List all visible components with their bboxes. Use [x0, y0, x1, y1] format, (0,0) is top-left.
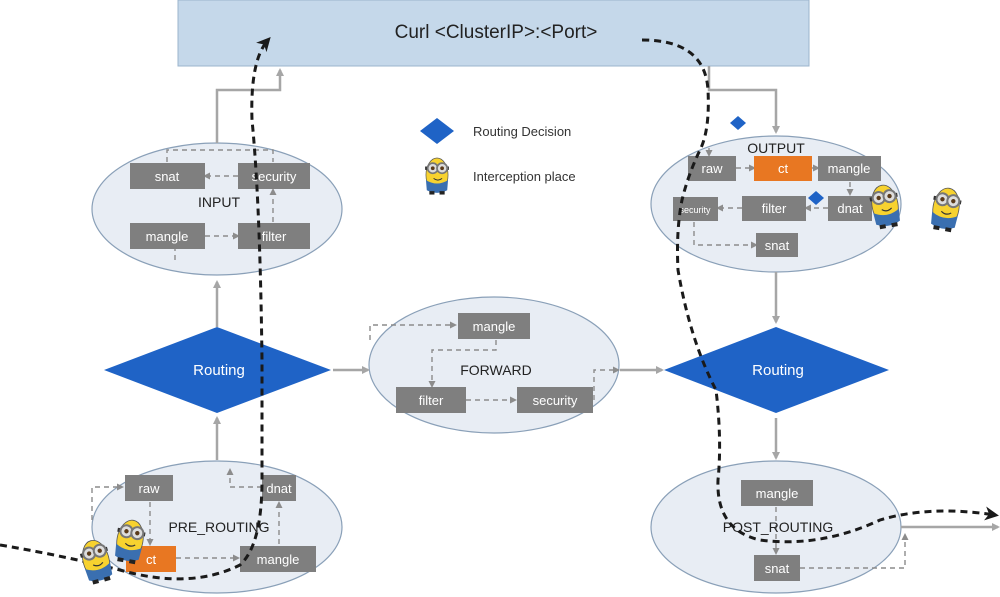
routing-diamond-left: Routing — [104, 327, 331, 413]
routing-decision-small-diamond-icon — [808, 191, 824, 205]
output-snat-box: snat — [756, 233, 798, 257]
pre-mangle-label: mangle — [257, 552, 300, 567]
input-mangle-label: mangle — [146, 229, 189, 244]
routing-left-label: Routing — [193, 362, 245, 379]
post-snat-box: snat — [754, 555, 800, 581]
output-filter-label: filter — [762, 201, 787, 216]
pre-routing-label: PRE_ROUTING — [168, 519, 269, 535]
input-filter-box: filter — [238, 223, 310, 249]
output-ct-box: ct — [754, 156, 812, 181]
output-snat-label: snat — [765, 238, 790, 253]
legend: Routing Decision Interception place — [420, 118, 576, 196]
input-filter-label: filter — [262, 229, 287, 244]
pre-dnat-label: dnat — [266, 481, 292, 496]
output-chain-label: OUTPUT — [747, 140, 805, 156]
output-dnat-box: dnat — [828, 196, 872, 221]
output-dnat-label: dnat — [837, 201, 863, 216]
input-chain-label: INPUT — [198, 194, 240, 210]
forward-security-label: security — [533, 393, 578, 408]
pre-dnat-box: dnat — [262, 475, 296, 501]
legend-minion-icon — [424, 157, 450, 196]
legend-interception-place: Interception place — [473, 169, 576, 184]
forward-filter-label: filter — [419, 393, 444, 408]
input-snat-label: snat — [155, 169, 180, 184]
output-mangle-box: mangle — [818, 156, 881, 181]
output-ct-label: ct — [778, 161, 789, 176]
input-mangle-box: mangle — [130, 223, 205, 249]
pre-mangle-box: mangle — [240, 546, 316, 572]
pre-raw-label: raw — [139, 481, 161, 496]
internal-dashed-arrows — [91, 148, 909, 569]
forward-filter-box: filter — [396, 387, 466, 413]
routing-decision-small-diamond-icon — [730, 116, 746, 130]
post-routing-label: POST_ROUTING — [723, 519, 833, 535]
output-mangle-label: mangle — [828, 161, 871, 176]
legend-diamond-icon — [420, 118, 454, 144]
forward-chain-label: FORWARD — [460, 362, 532, 378]
post-snat-label: snat — [765, 561, 790, 576]
forward-mangle-box: mangle — [458, 313, 530, 339]
output-security-label: security — [679, 205, 711, 215]
output-filter-box: filter — [742, 196, 806, 221]
input-security-label: security — [252, 169, 297, 184]
forward-mangle-label: mangle — [473, 319, 516, 334]
header-bar: Curl <ClusterIP>:<Port> — [177, 0, 810, 67]
main-flow-arrows — [213, 66, 1000, 531]
routing-diamond-right: Routing — [664, 327, 889, 413]
minion-icon — [927, 184, 965, 235]
routing-right-label: Routing — [752, 362, 804, 379]
forward-security-box: security — [517, 387, 593, 413]
post-mangle-label: mangle — [756, 486, 799, 501]
pre-raw-box: raw — [125, 475, 173, 501]
header-text: Curl <ClusterIP>:<Port> — [395, 22, 598, 43]
legend-routing-decision: Routing Decision — [473, 124, 571, 139]
pre-ct-label: ct — [146, 552, 157, 567]
output-raw-label: raw — [702, 161, 724, 176]
output-raw-box: raw — [688, 156, 736, 181]
post-mangle-box: mangle — [741, 480, 813, 506]
outgoing-packet-path — [641, 38, 999, 544]
input-snat-box: snat — [130, 163, 205, 189]
input-security-box: security — [238, 163, 310, 189]
